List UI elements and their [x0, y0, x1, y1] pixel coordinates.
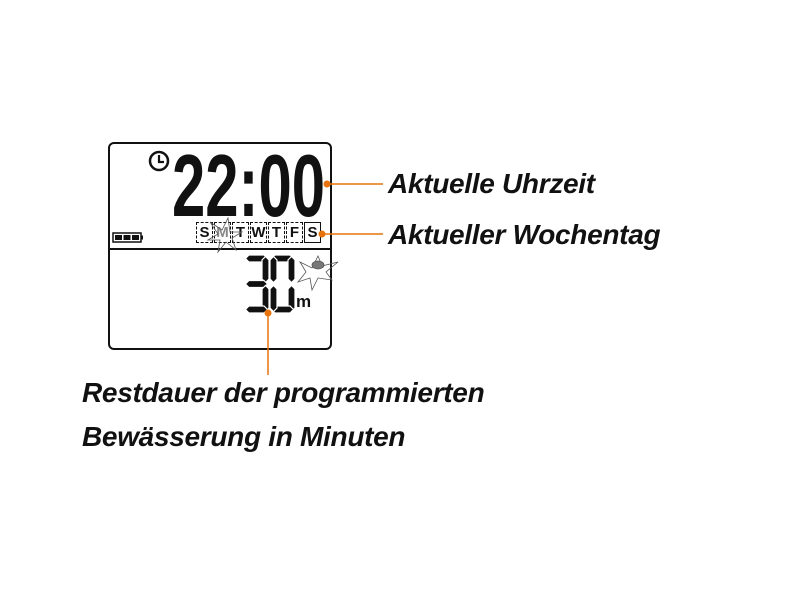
lcd-display-frame: [108, 142, 332, 350]
label-current-weekday: Aktueller Wochentag: [388, 219, 661, 250]
current-time: 22:00: [172, 136, 325, 235]
remaining-digit-0: [244, 254, 270, 314]
label-remaining-line1: Restdauer der programmierten: [82, 377, 485, 408]
callout-lines: [267, 183, 383, 375]
segment-d: [244, 305, 269, 314]
segment-b: [287, 255, 296, 284]
battery-icon: [112, 232, 143, 243]
callout-dots: [264, 180, 331, 317]
segment-f: [269, 255, 278, 284]
weekday-5: F: [286, 222, 303, 243]
label-current-time: Aktuelle Uhrzeit: [388, 168, 595, 199]
segment-g: [244, 279, 269, 289]
remaining-digits: [244, 254, 296, 314]
weekday-4: T: [268, 222, 285, 243]
segment-b: [261, 255, 270, 284]
minutes-unit: m: [296, 292, 312, 311]
weekday-0: S: [196, 222, 213, 243]
sprinkler-splash-icon: [206, 216, 339, 292]
label-remaining-line2: Bewässerung in Minuten: [82, 421, 406, 452]
remaining-digit-1: [269, 254, 296, 314]
clock-icon: [148, 150, 170, 172]
weekday-3: W: [250, 222, 267, 243]
segment-e: [269, 284, 278, 313]
